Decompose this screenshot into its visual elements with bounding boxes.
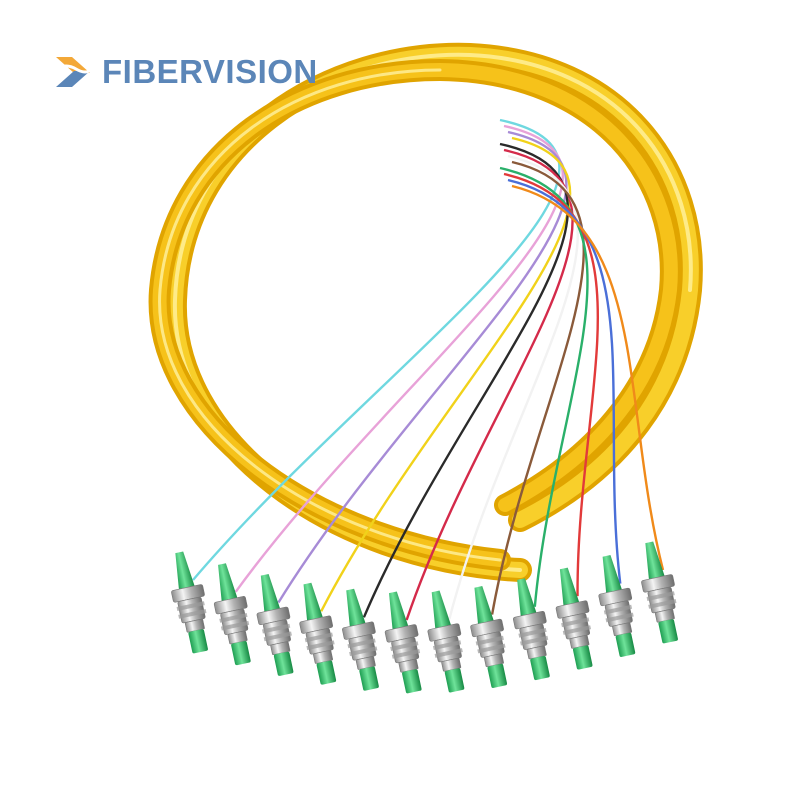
fc-connectors <box>171 541 678 694</box>
fc-connector <box>598 555 636 657</box>
fiber-strand <box>503 172 600 597</box>
fc-connector <box>427 590 465 693</box>
yellow-cable-coil <box>148 42 703 582</box>
fiber-strand <box>362 142 569 618</box>
brand-name: FIBERVISION <box>102 53 318 90</box>
fiber-strand <box>511 184 665 571</box>
fiber-strand <box>448 154 579 620</box>
fiber-strand <box>507 178 622 584</box>
fc-connector <box>384 591 422 694</box>
fc-connector <box>512 578 550 681</box>
fiber-strand <box>405 148 574 621</box>
fc-connector <box>555 567 593 670</box>
fiber-strand <box>499 166 589 607</box>
brand-logo: FIBERVISION <box>52 48 318 96</box>
fiber-strand <box>234 124 564 593</box>
fc-connector <box>213 563 251 666</box>
fc-connector <box>470 586 508 688</box>
fc-connector <box>342 588 379 691</box>
fiber-strand <box>490 160 585 615</box>
fc-connector <box>299 582 337 685</box>
fiber-strand <box>320 136 572 612</box>
fiber-strand <box>277 130 568 604</box>
fc-connector <box>641 541 678 644</box>
fc-connector <box>171 551 208 654</box>
fibervision-logo-icon <box>55 57 94 87</box>
colored-fibers <box>192 118 665 621</box>
fiber-strand <box>192 118 561 581</box>
fc-connector <box>256 573 294 676</box>
